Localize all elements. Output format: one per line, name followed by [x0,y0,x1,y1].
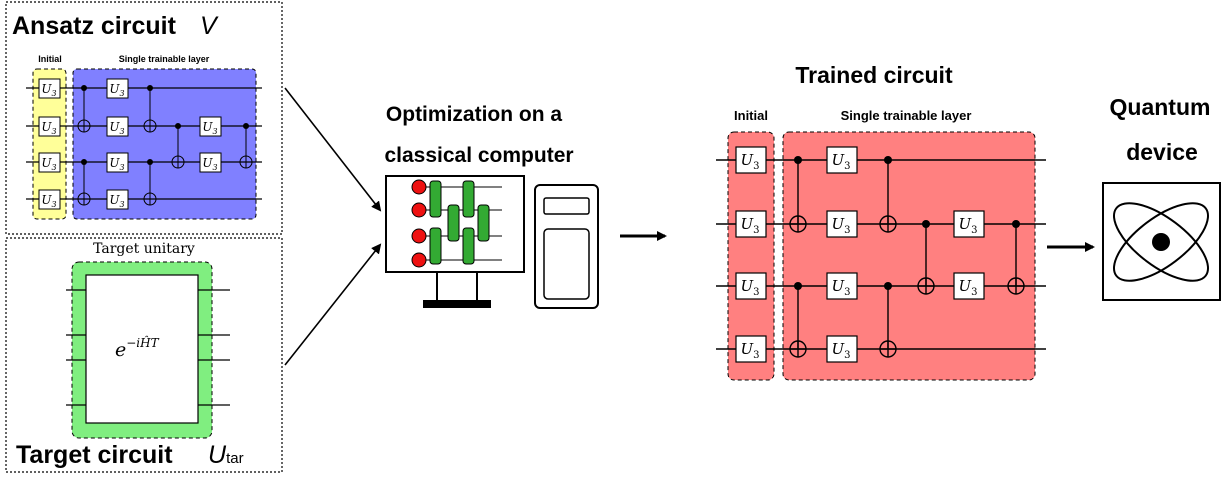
arrow-target-to-optimizer [284,243,382,366]
svg-text:U3: U3 [740,340,759,361]
svg-text:U3: U3 [831,340,850,361]
u3-gate: U3 [735,210,767,238]
trained-layer-block [782,131,1036,381]
u3-gate: U3 [826,210,858,238]
target-title-symbol: Utar [208,441,244,469]
tower-icon [534,184,599,309]
u3-gate: U3 [735,146,767,174]
optimization-section: Optimization on a classical computer [384,103,599,309]
gate-icon [429,180,442,218]
u3-gate: U3 [826,335,858,363]
u3-gate: U3 [106,189,129,210]
target-title: Target circuit [16,441,173,469]
u3-gate: U3 [106,78,129,99]
qubit-icon [411,202,427,218]
target-panel: Target unitary e−iĤT Target circuit Utar [5,237,283,473]
gate-icon [447,204,460,242]
trained-panel: Trained circuit Initial Single trainable… [716,62,1046,381]
svg-text:U3: U3 [41,82,56,98]
gate-icon [462,180,475,218]
ansatz-initial-block [32,68,67,220]
svg-text:U3: U3 [109,193,124,209]
svg-text:U3: U3 [740,277,759,298]
ansatz-initial-label: Initial [38,54,62,64]
gate-icon [477,204,490,242]
qubit-icon [411,252,427,268]
svg-text:U3: U3 [41,193,56,209]
ansatz-layer-block [72,68,257,220]
u3-gate: U3 [38,116,61,137]
ansatz-panel-border [5,1,283,235]
device-section: Quantum device [1102,94,1221,301]
ansatz-gates: U3 U3 U3 U3 U3 U3 U3 U3 U3 U3 [38,78,222,210]
svg-text:U3: U3 [958,215,977,236]
svg-text:U3: U3 [109,156,124,172]
ansatz-panel: Ansatz circuit V Initial Single trainabl… [5,1,283,235]
u3-gate: U3 [953,210,985,238]
trained-cnots [789,156,1025,358]
trained-initial-block [727,131,775,381]
optimization-title-line2: classical computer [384,144,573,167]
target-unitary-box [85,274,199,424]
trained-gates: U3 U3 U3 U3 U3 U3 U3 U3 U3 U3 [735,146,985,363]
optimization-title-line1: Optimization on a [386,103,562,126]
u3-gate: U3 [38,78,61,99]
u3-gate: U3 [735,335,767,363]
u3-gate: U3 [953,272,985,300]
svg-text:U3: U3 [740,215,759,236]
qubit-icon [411,179,427,195]
svg-text:U3: U3 [202,120,217,136]
u3-gate: U3 [735,272,767,300]
target-unitary-caption: Target unitary [93,241,195,257]
u3-gate: U3 [106,152,129,173]
svg-text:U3: U3 [831,277,850,298]
svg-text:U3: U3 [831,215,850,236]
target-wires [66,289,230,406]
u3-gate: U3 [826,146,858,174]
ansatz-title: Ansatz circuit [12,12,177,40]
svg-text:U3: U3 [109,120,124,136]
svg-text:U3: U3 [958,277,977,298]
trained-layer-label: Single trainable layer [841,108,972,123]
svg-text:U3: U3 [740,151,759,172]
trained-initial-label: Initial [734,108,768,123]
u3-gate: U3 [38,189,61,210]
atom-icon [1113,202,1209,282]
ansatz-cnots [77,85,253,206]
u3-gate: U3 [199,116,222,137]
gate-icon [429,227,442,265]
u3-gate: U3 [106,116,129,137]
target-operator: e−iĤT [115,335,160,361]
svg-text:U3: U3 [109,82,124,98]
gate-icon [462,227,475,265]
arrow-ansatz-to-optimizer [284,87,382,212]
device-title-line1: Quantum [1110,94,1211,120]
ansatz-title-symbol: V [200,12,219,40]
target-panel-border [5,237,283,473]
svg-text:U3: U3 [41,120,56,136]
u3-gate: U3 [826,272,858,300]
device-title-line2: device [1126,139,1198,165]
svg-text:U3: U3 [202,156,217,172]
ansatz-layer-label: Single trainable layer [119,54,210,64]
u3-gate: U3 [199,152,222,173]
monitor-stand-icon [423,300,491,308]
mini-circuit-icon [411,179,502,268]
qubit-icon [411,228,427,244]
svg-text:U3: U3 [41,156,56,172]
computer-icon [385,175,599,309]
trained-title: Trained circuit [795,62,953,88]
u3-gate: U3 [38,152,61,173]
svg-text:U3: U3 [831,151,850,172]
